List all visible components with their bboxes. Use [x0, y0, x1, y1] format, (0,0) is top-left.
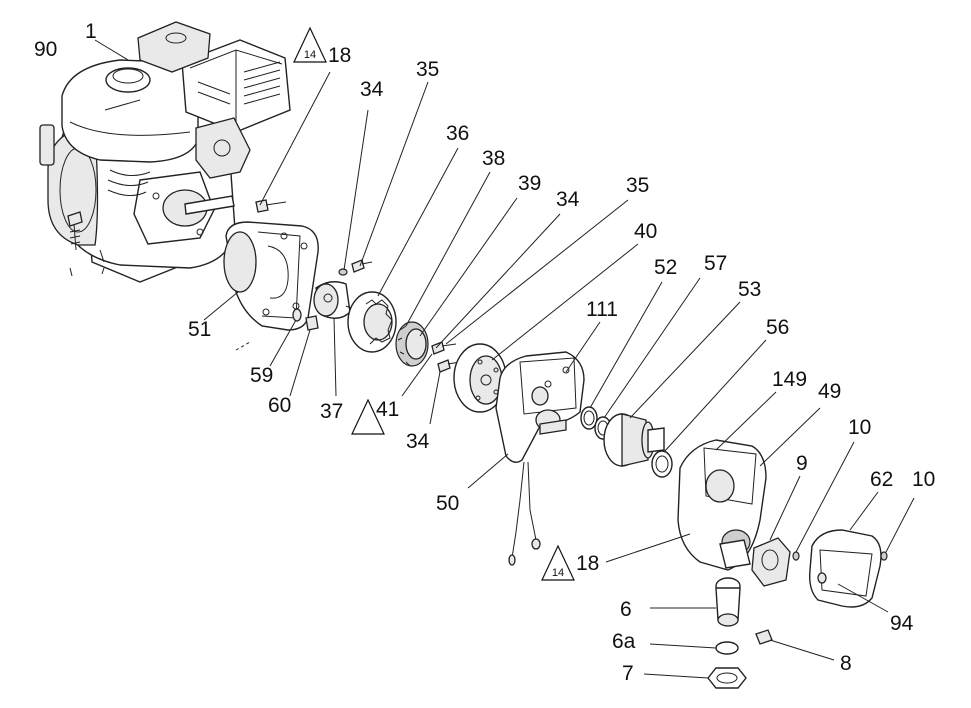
- washer-59: [292, 308, 302, 322]
- callout-34-lower: 34: [406, 430, 430, 453]
- callout-34-mid: 34: [556, 188, 580, 211]
- callout-62: 62: [870, 468, 893, 491]
- callout-36: 36: [446, 122, 469, 145]
- pump-housing-149: [677, 439, 767, 571]
- gear-38: [395, 321, 429, 367]
- callout-38: 38: [482, 147, 505, 170]
- callout-53: 53: [738, 278, 761, 301]
- callout-8: 8: [840, 652, 852, 675]
- svg-text:14: 14: [304, 49, 316, 61]
- note-triangle-14-lower: 14: [541, 544, 575, 581]
- gear-disk-40: [453, 343, 507, 413]
- coupler-36: [347, 291, 397, 353]
- callout-57: 57: [704, 252, 727, 275]
- leader-lines: [94, 39, 915, 679]
- callout-labels: 1 90 18 35 34 36 38 39 35 34 40 52 57 53…: [34, 20, 935, 685]
- callout-60: 60: [268, 394, 291, 417]
- callout-41: 41: [376, 398, 399, 421]
- callout-18-upper: 18: [328, 44, 351, 67]
- oring-56: [651, 450, 673, 478]
- callout-40: 40: [634, 220, 657, 243]
- screw-10-right: [880, 551, 888, 561]
- callout-6a: 6a: [612, 630, 636, 653]
- callout-18-lower: 18: [576, 552, 599, 575]
- callout-34-upper: 34: [360, 78, 384, 101]
- nut-7: [707, 667, 747, 689]
- callout-50: 50: [436, 492, 459, 515]
- callout-35-upper: 35: [416, 58, 439, 81]
- coupler-hub-37: [313, 281, 357, 319]
- setscrew-60: [305, 315, 319, 331]
- setscrew-34-upper: [338, 268, 348, 276]
- svg-text:14: 14: [552, 567, 564, 579]
- gear-housing-50: [495, 351, 585, 566]
- callout-6: 6: [620, 598, 632, 621]
- callout-49: 49: [818, 380, 841, 403]
- adapter-housing-51: [223, 221, 319, 331]
- callout-35-mid: 35: [626, 174, 649, 197]
- callout-9: 9: [796, 452, 808, 475]
- callout-90: 90: [34, 38, 57, 61]
- oring-52: [580, 406, 598, 430]
- pin-8: [755, 629, 773, 645]
- callout-52: 52: [654, 256, 677, 279]
- drive-flange-53: [603, 413, 665, 467]
- cover-62: [808, 529, 882, 608]
- callout-94: 94: [890, 612, 914, 635]
- callout-1: 1: [85, 20, 97, 43]
- note-triangle-14-upper: 14: [293, 26, 327, 63]
- callout-37: 37: [320, 400, 343, 423]
- callout-10-right: 10: [912, 468, 935, 491]
- check-valve-plate-9: [751, 537, 791, 587]
- callout-56: 56: [766, 316, 789, 339]
- callout-51: 51: [188, 318, 211, 341]
- callout-111: 111: [586, 298, 618, 321]
- callout-149: 149: [772, 368, 807, 391]
- callout-10-upper: 10: [848, 416, 871, 439]
- oring-6a: [715, 641, 739, 655]
- screw-10-left: [792, 551, 800, 561]
- valve-body-6: [715, 577, 741, 627]
- note-triangle-10: [351, 398, 385, 435]
- engine-assembly: [39, 21, 291, 283]
- callout-59: 59: [250, 364, 273, 387]
- screws-34-35-lower: [431, 341, 461, 373]
- bolt-18-upper: [255, 199, 287, 213]
- callout-7: 7: [622, 662, 634, 685]
- callout-39: 39: [518, 172, 541, 195]
